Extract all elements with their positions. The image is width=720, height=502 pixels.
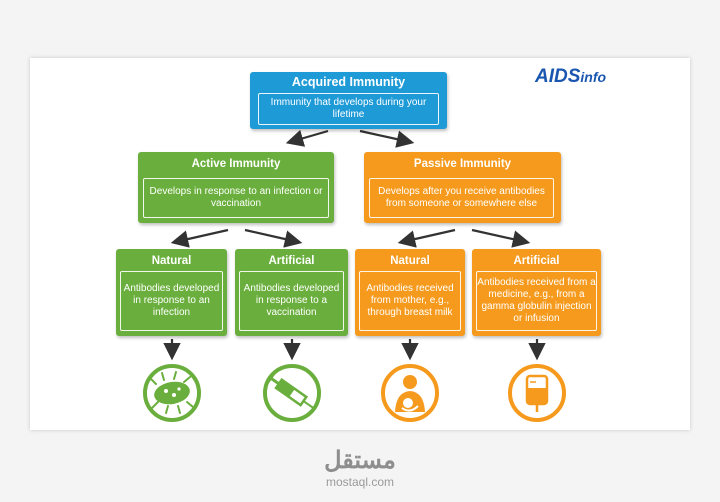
- watermark-arabic: مستقل: [324, 447, 396, 474]
- aidsinfo-logo[interactable]: AIDSinfo: [535, 66, 606, 88]
- active-immunity-node: Active Immunity Develops in response to …: [138, 152, 334, 223]
- passive-immunity-title: Passive Immunity: [413, 158, 512, 170]
- active-natural-desc: Antibodies developed in response to an i…: [120, 271, 223, 331]
- mother-breastfeeding-icon: [381, 364, 439, 422]
- arrow-passive-to-artificial: [471, 228, 531, 248]
- bacteria-icon: [143, 364, 201, 422]
- active-artificial-title: Artificial: [268, 255, 315, 267]
- arrow-passive-to-natural: [397, 228, 456, 248]
- active-natural-node: Natural Antibodies developed in response…: [116, 249, 227, 336]
- passive-natural-node: Natural Antibodies received from mother,…: [355, 249, 465, 336]
- syringe-icon: [263, 364, 321, 422]
- passive-immunity-node: Passive Immunity Develops after you rece…: [364, 152, 561, 223]
- passive-artificial-desc: Antibodies received from a medicine, e.g…: [476, 271, 597, 331]
- arrow-active-to-natural: [170, 228, 229, 248]
- passive-artificial-node: Artificial Antibodies received from a me…: [472, 249, 601, 336]
- active-immunity-title: Active Immunity: [191, 158, 281, 170]
- active-artificial-desc: Antibodies developed in response to a va…: [239, 271, 344, 331]
- passive-natural-desc: Antibodies received from mother, e.g., t…: [359, 271, 461, 331]
- active-immunity-desc: Develops in response to an infection or …: [143, 178, 329, 218]
- logo-text-aids: AIDS: [535, 66, 581, 87]
- active-natural-title: Natural: [151, 255, 192, 267]
- arrow-root-to-passive: [359, 129, 415, 148]
- watermark-latin: mostaql.com: [325, 475, 395, 489]
- acquired-immunity-node: Acquired Immunity Immunity that develops…: [250, 72, 447, 129]
- passive-artificial-title: Artificial: [513, 255, 560, 267]
- iv-bag-icon: [508, 364, 566, 422]
- passive-immunity-desc: Develops after you receive antibodies fr…: [369, 178, 554, 218]
- arrow-active-to-artificial: [244, 228, 303, 248]
- active-artificial-node: Artificial Antibodies developed in respo…: [235, 249, 348, 336]
- arrow-root-to-active: [285, 129, 329, 147]
- acquired-immunity-desc: Immunity that develops during your lifet…: [258, 93, 439, 125]
- passive-natural-title: Natural: [390, 255, 430, 267]
- acquired-immunity-title: Acquired Immunity: [291, 75, 406, 89]
- logo-text-info: info: [580, 69, 607, 85]
